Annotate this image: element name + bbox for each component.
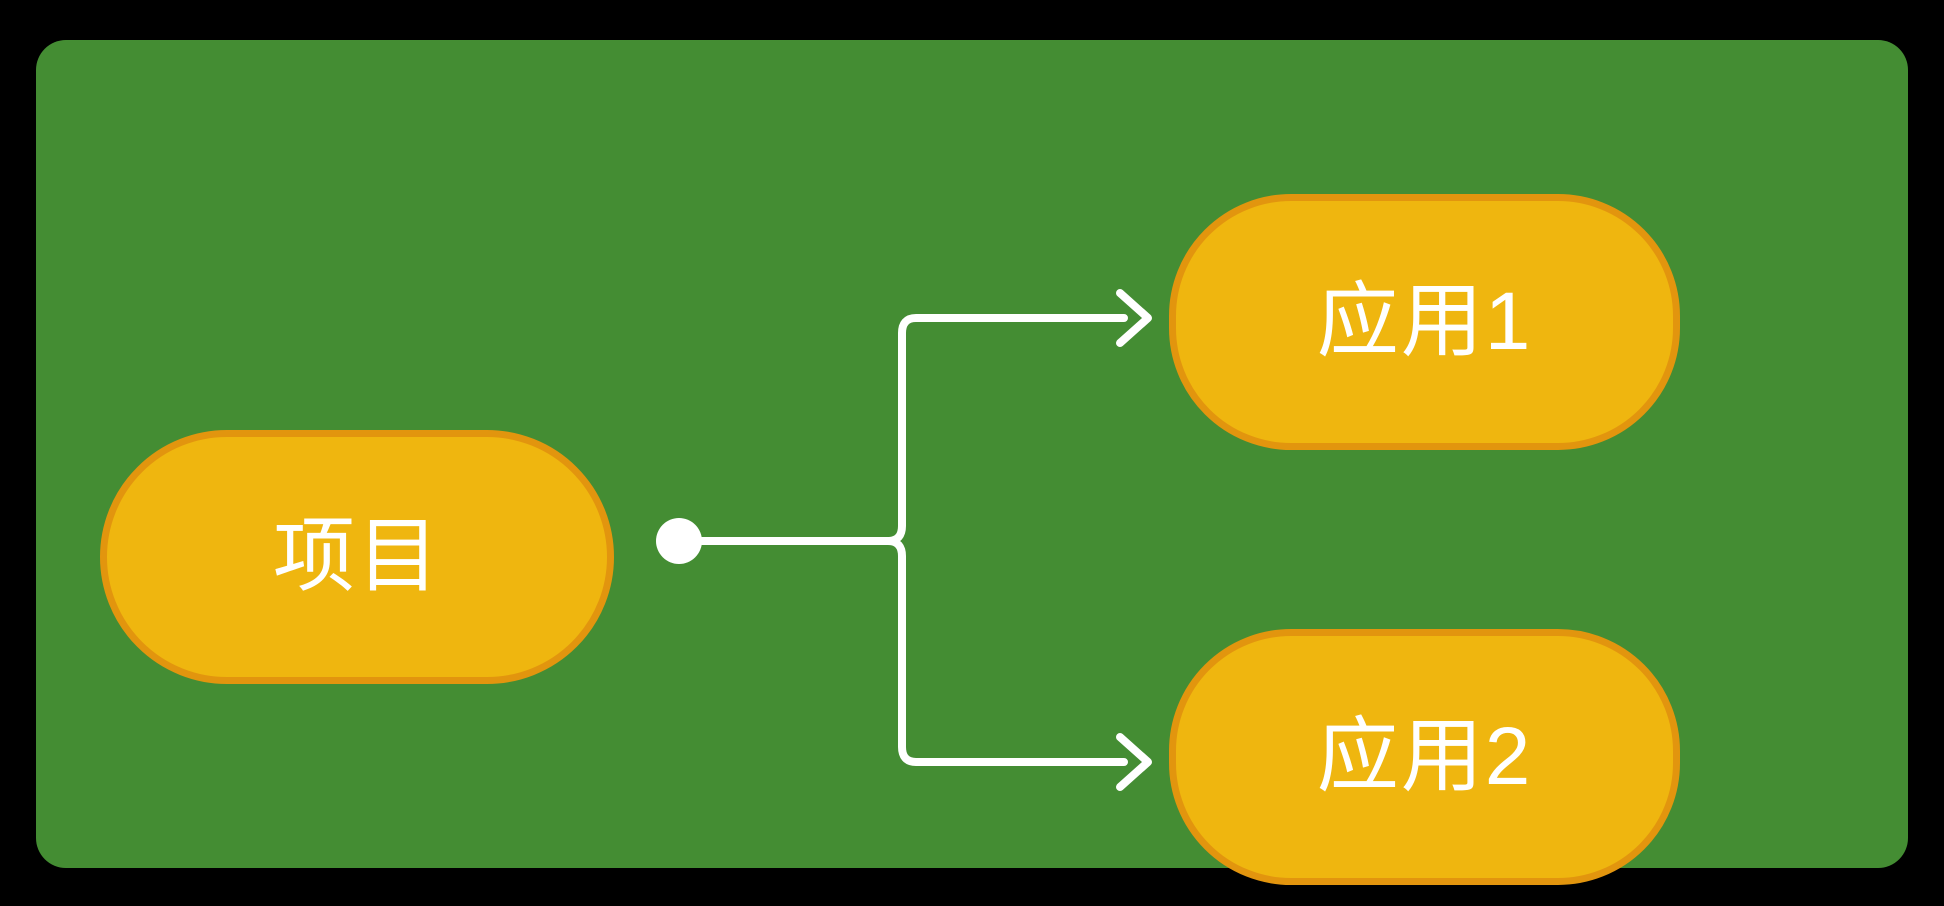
connector-branch-top [884,314,1128,545]
connector-branch-bottom [884,537,1128,766]
node-project-label: 项目 [272,511,441,602]
node-app2[interactable]: 应用2 [1169,629,1680,885]
arrowhead-top-icon [1116,289,1152,347]
node-app2-label: 应用2 [1316,711,1533,802]
mindmap-canvas: 项目 应用1 应用2 [36,40,1908,885]
branch-expand-dot[interactable] [656,518,702,564]
node-app1[interactable]: 应用1 [1169,194,1680,450]
node-project[interactable]: 项目 [100,430,614,684]
node-app1-label: 应用1 [1316,276,1533,367]
arrowhead-bottom-icon [1116,733,1152,791]
